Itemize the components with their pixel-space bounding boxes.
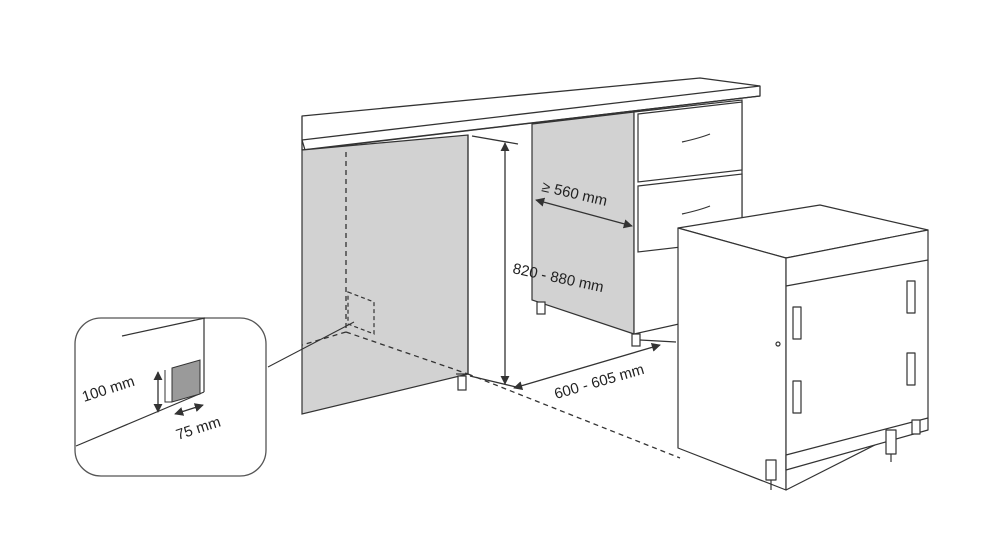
depth-dimension-line (513, 339, 677, 391)
niche-dashed-outline (301, 152, 681, 459)
width-dimension-line (535, 197, 633, 229)
left-cabinet-panel (301, 134, 469, 415)
depth-range-label: 600 - 605 mm (552, 361, 646, 403)
dishwasher (677, 204, 929, 491)
height-dimension-line (469, 135, 519, 388)
opening-marker (347, 291, 375, 335)
zoom-detail-callout: 100 mm 75 mm (74, 317, 267, 477)
right-cabinet-panel (531, 111, 641, 347)
zoom-leader-line (267, 321, 355, 368)
service-opening (171, 359, 201, 403)
